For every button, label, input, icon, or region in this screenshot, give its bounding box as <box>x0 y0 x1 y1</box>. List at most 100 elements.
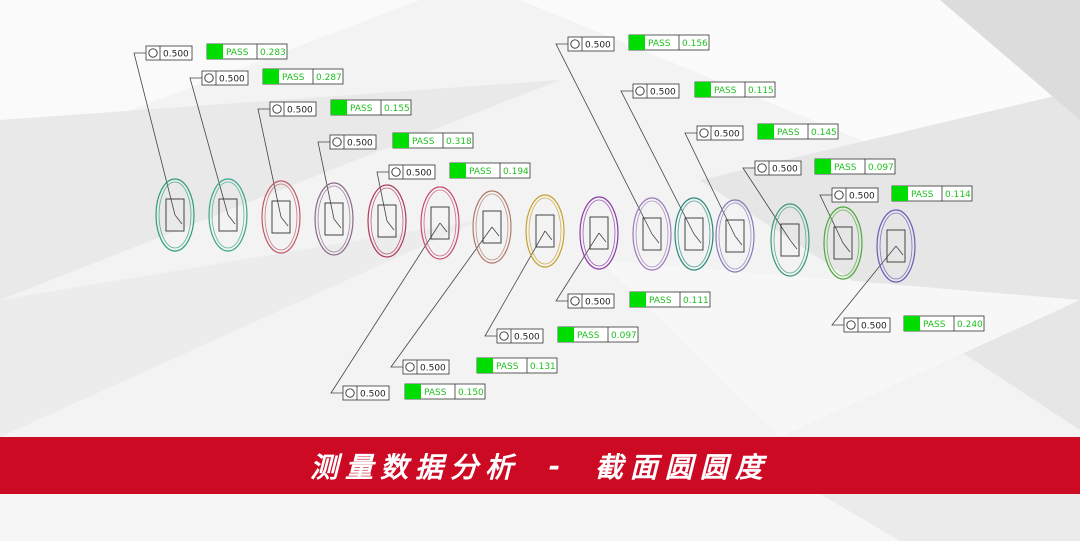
section-ring-outer <box>525 194 565 268</box>
tolerance-value: 0.500 <box>650 88 676 98</box>
circularity-icon <box>570 296 580 306</box>
cross-section-10 <box>632 197 672 271</box>
section-pointer <box>895 245 904 256</box>
section-pointer <box>693 233 702 244</box>
tolerance-value: 0.500 <box>772 165 798 175</box>
tolerance-frame <box>843 317 891 333</box>
tolerance-value: 0.500 <box>514 333 540 343</box>
banner-separator: - <box>548 449 567 482</box>
roundness-value: 0.097 <box>868 163 894 173</box>
roundness-value: 0.240 <box>957 320 983 330</box>
roundness-value: 0.114 <box>945 190 971 200</box>
roundness-value: 0.318 <box>446 137 472 147</box>
section-square <box>271 200 291 234</box>
pass-status: PASS <box>834 163 857 173</box>
section-pointer <box>280 216 289 227</box>
circularity-icon <box>345 388 355 398</box>
circularity-icon <box>204 73 214 83</box>
tolerance-value: 0.500 <box>585 298 611 308</box>
cross-section-13 <box>770 203 810 277</box>
section-square <box>165 198 185 232</box>
leader-line <box>742 167 791 241</box>
pass-status: PASS <box>649 296 672 306</box>
cross-section-5 <box>367 184 407 258</box>
cross-section-12 <box>715 199 755 273</box>
roundness-value: 0.111 <box>683 296 709 306</box>
section-square <box>377 204 397 238</box>
section-ring-inner <box>635 200 669 268</box>
pass-indicator <box>263 69 279 84</box>
tolerance-value: 0.500 <box>861 322 887 332</box>
circularity-icon <box>757 163 767 173</box>
section-square <box>833 226 853 260</box>
circularity-icon <box>635 86 645 96</box>
pass-indicator <box>405 384 421 399</box>
pass-indicator <box>558 327 574 342</box>
cross-section-6 <box>420 186 460 260</box>
cross-section-3 <box>261 180 301 254</box>
tolerance-value: 0.500 <box>163 50 189 60</box>
pass-indicator <box>904 316 920 331</box>
section-ring-inner <box>475 193 509 261</box>
pass-status: PASS <box>911 190 934 200</box>
leader-line <box>831 245 897 326</box>
pass-indicator <box>695 82 711 97</box>
roundness-value: 0.150 <box>458 388 484 398</box>
circularity-icon <box>846 320 856 330</box>
section-square <box>684 217 704 251</box>
circularity-icon <box>405 362 415 372</box>
section-pointer <box>439 222 448 233</box>
section-ring-inner <box>211 181 245 249</box>
leader-line <box>390 226 493 368</box>
cross-section-8 <box>525 194 565 268</box>
tolerance-value: 0.500 <box>360 390 386 400</box>
pass-indicator <box>207 44 223 59</box>
tolerance-frame <box>329 134 377 150</box>
tolerance-frame <box>754 160 802 176</box>
leader-line <box>484 230 546 337</box>
cross-section-9 <box>579 196 619 270</box>
section-ring-outer <box>261 180 301 254</box>
circularity-icon <box>499 331 509 341</box>
section-square <box>642 217 662 251</box>
section-square <box>725 219 745 253</box>
cross-section-11 <box>674 197 714 271</box>
leader-line <box>376 171 389 222</box>
roundness-value: 0.283 <box>260 48 286 58</box>
section-pointer <box>386 220 395 231</box>
pass-indicator <box>815 159 831 174</box>
section-ring-outer <box>472 190 512 264</box>
tolerance-frame <box>402 359 450 375</box>
tolerance-frame <box>831 187 879 203</box>
section-ring-inner <box>582 199 616 267</box>
section-pointer <box>333 218 342 229</box>
circularity-icon <box>834 190 844 200</box>
circularity-icon <box>570 39 580 49</box>
cross-section-2 <box>208 178 248 252</box>
circularity-icon <box>148 48 158 58</box>
pass-status: PASS <box>496 362 519 372</box>
section-ring-outer <box>632 197 672 271</box>
section-ring-outer <box>876 209 916 283</box>
pass-indicator <box>892 186 908 201</box>
leader-line <box>555 43 653 235</box>
section-pointer <box>734 235 743 246</box>
section-pointer <box>174 214 183 225</box>
tolerance-frame <box>145 45 193 61</box>
tolerance-value: 0.500 <box>714 130 740 140</box>
tolerance-frame <box>496 328 544 344</box>
section-ring-inner <box>423 189 457 257</box>
roundness-value: 0.145 <box>811 128 837 138</box>
circularity-icon <box>332 137 342 147</box>
pass-status: PASS <box>282 73 305 83</box>
tolerance-frame <box>696 125 744 141</box>
